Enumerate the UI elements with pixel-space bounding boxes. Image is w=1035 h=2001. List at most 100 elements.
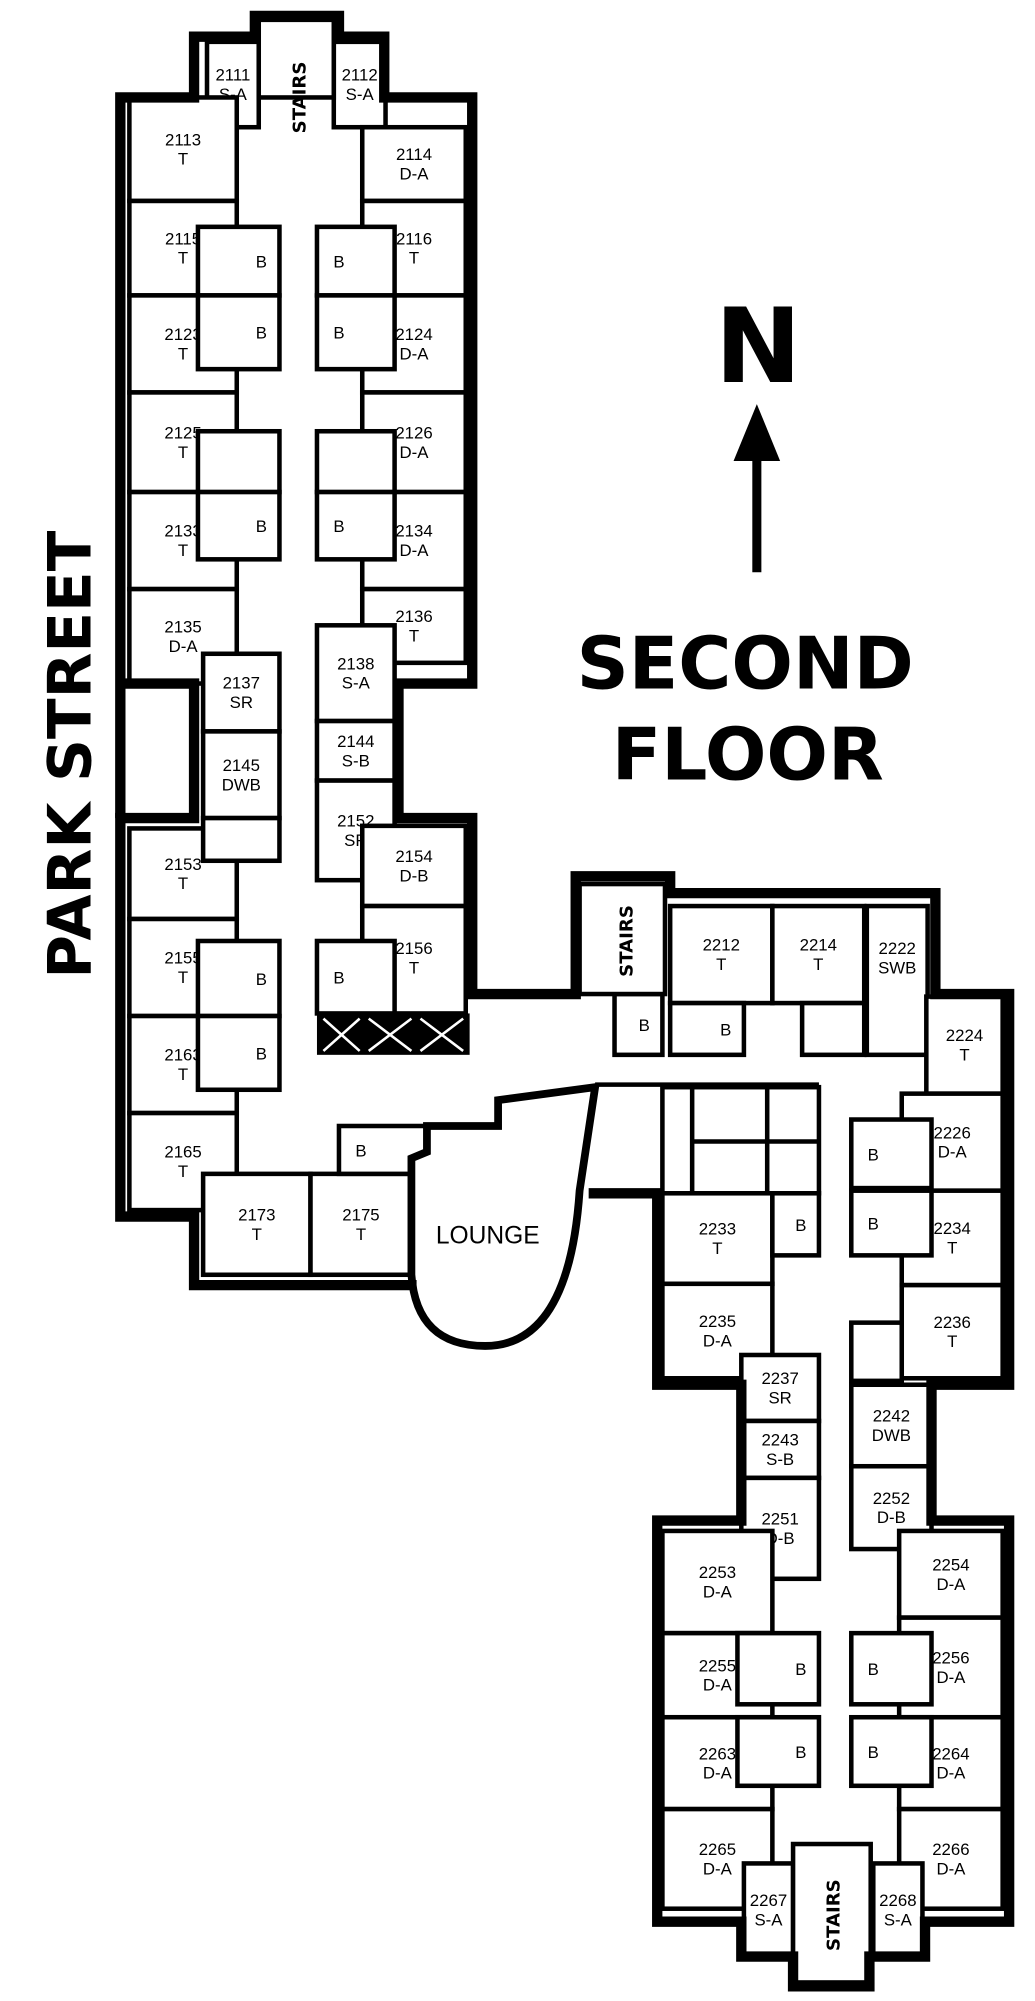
bathroom (314, 489, 397, 562)
room-type: DWB (872, 1426, 911, 1445)
room-type: T (959, 1046, 969, 1065)
bathroom-label: B (795, 1660, 806, 1679)
room-number: 2267 (750, 1891, 787, 1910)
room-type: D-A (400, 165, 430, 184)
room-type: T (813, 955, 823, 974)
bathroom-label: B (868, 1660, 879, 1679)
bathroom (195, 224, 282, 298)
room-number: 2124 (395, 325, 432, 344)
room-number: 2212 (703, 936, 740, 955)
room-number: 2226 (934, 1123, 971, 1142)
room-number: 2265 (699, 1840, 736, 1859)
room-type: T (947, 1238, 957, 1257)
closets (200, 815, 905, 1384)
room-outline (200, 1171, 313, 1278)
room-type: S-A (754, 1911, 783, 1930)
room-number: 2144 (337, 732, 374, 751)
room-number: 2236 (934, 1313, 971, 1332)
room-number: 2242 (873, 1407, 910, 1426)
room-type: SWB (878, 958, 916, 977)
room-number: 2113 (165, 130, 201, 149)
room-number: 2114 (396, 145, 432, 164)
room-outline (896, 1806, 1005, 1911)
room-outline (314, 718, 397, 783)
room-number: 2116 (396, 229, 432, 248)
stairs-north (256, 17, 337, 100)
room-outline (739, 1418, 822, 1481)
room-type: D-A (400, 344, 430, 363)
room-type: D-B (400, 866, 429, 885)
bathroom (195, 293, 282, 372)
room-number: 2136 (395, 607, 432, 626)
room-type: SR (768, 1389, 791, 1408)
room-type: T (178, 541, 188, 560)
bathroom (195, 1013, 282, 1093)
room-type: T (716, 955, 726, 974)
bathroom-label: B (256, 517, 267, 536)
room-number: 2126 (395, 423, 432, 442)
room-type: T (947, 1332, 957, 1351)
room-number: 2214 (800, 936, 837, 955)
compass-letter: N (715, 287, 802, 407)
room-outline (359, 823, 469, 909)
room-outline (899, 1282, 1005, 1381)
room-number: 2115 (165, 229, 201, 248)
room-type: D-A (938, 1143, 968, 1162)
room-number: 2123 (164, 325, 201, 344)
stairs-south (790, 1841, 873, 1985)
north-arrow-icon (733, 404, 781, 573)
room-type: T (178, 344, 188, 363)
room-outline (871, 1861, 925, 1959)
room-number: 2224 (946, 1026, 983, 1045)
room-type: D-A (703, 1859, 733, 1878)
bathroom-label: B (333, 324, 344, 343)
room-number: 2155 (164, 949, 201, 968)
room-number: 2156 (395, 939, 432, 958)
bathroom (195, 938, 282, 1019)
room-type: D-A (936, 1859, 966, 1878)
room-type: T (409, 958, 419, 977)
room-outline (864, 903, 930, 1058)
room-number: 2255 (699, 1656, 736, 1675)
building-outline-west (115, 678, 417, 1291)
building-outline (115, 10, 1015, 1992)
room-number: 2266 (932, 1840, 969, 1859)
room-number: 2252 (873, 1489, 910, 1508)
lounge-label: LOUNGE (436, 1223, 540, 1250)
bathroom-label: B (256, 970, 267, 989)
room-number: 2133 (164, 522, 201, 541)
room-number: 2243 (761, 1431, 798, 1450)
room-type: DWB (222, 775, 261, 794)
bathroom (314, 293, 397, 372)
bathroom (314, 938, 397, 1016)
floor-title-line1: SECOND (577, 623, 914, 707)
room-outline (200, 729, 282, 821)
room-type: T (712, 1239, 722, 1258)
room-number: 2233 (699, 1220, 736, 1239)
room-type: S-A (342, 674, 371, 693)
elevator-block (316, 1013, 470, 1055)
bathroom (849, 1714, 934, 1789)
stairs-south-label: STAIRS (824, 1879, 845, 1951)
room-type: T (178, 968, 188, 987)
bathroom-label: B (333, 969, 344, 988)
room-type: D-A (703, 1332, 733, 1351)
room-number: 2251 (761, 1509, 798, 1528)
bathroom (735, 1630, 822, 1707)
bathroom-label: B (868, 1743, 879, 1762)
room-type: T (178, 443, 188, 462)
